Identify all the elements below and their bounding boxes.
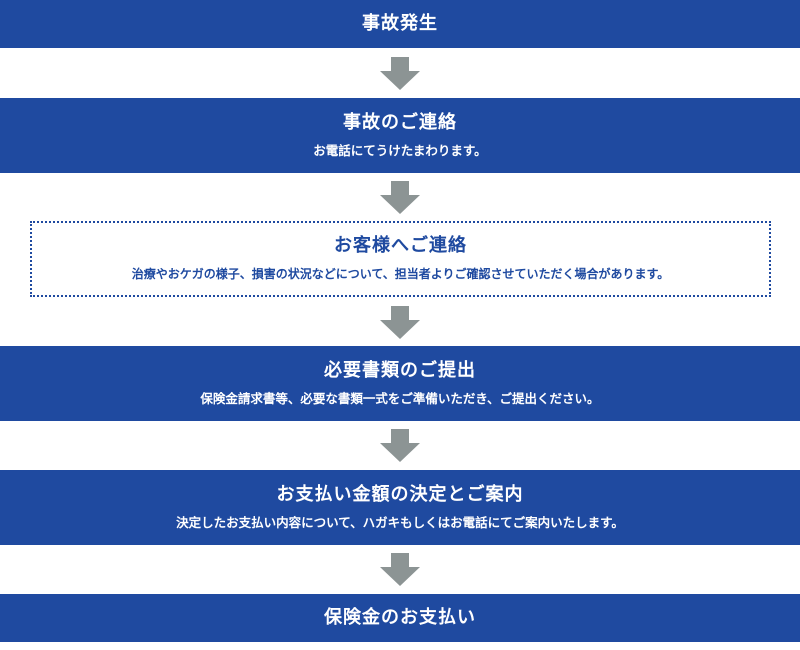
step-payment-decision: お支払い金額の決定とご案内 決定したお支払い内容について、ハガキもしくはお電話に…	[0, 470, 800, 545]
step-title: 必要書類のご提出	[324, 359, 476, 381]
step-description: 決定したお支払い内容について、ハガキもしくはお電話にてご案内いたします。	[176, 514, 624, 530]
step-accident-report: 事故のご連絡 お電話にてうけたまわります。	[0, 98, 800, 173]
step-title: 保険金のお支払い	[324, 607, 476, 628]
step-title: 事故のご連絡	[343, 111, 457, 133]
down-arrow-icon	[380, 57, 420, 90]
step-title: お支払い金額の決定とご案内	[276, 483, 524, 505]
down-arrow-icon	[380, 553, 420, 586]
step-insurance-payment: 保険金のお支払い	[0, 594, 800, 642]
step-description: お電話にてうけたまわります。	[313, 142, 487, 158]
step-description: 治療やおケガの様子、損害の状況などについて、担当者よりご確認させていただく場合が…	[131, 267, 670, 281]
step-title: お客様へご連絡	[334, 235, 467, 256]
down-arrow-icon	[380, 306, 420, 339]
step-accident-occurrence: 事故発生	[0, 0, 800, 48]
down-arrow-icon	[380, 429, 420, 462]
step-contact-customer: お客様へご連絡 治療やおケガの様子、損害の状況などについて、担当者よりご確認させ…	[30, 221, 771, 297]
down-arrow-icon	[380, 181, 420, 214]
step-submit-documents: 必要書類のご提出 保険金請求書等、必要な書類一式をご準備いただき、ご提出ください…	[0, 346, 800, 421]
step-title: 事故発生	[362, 13, 438, 34]
step-description: 保険金請求書等、必要な書類一式をご準備いただき、ご提出ください。	[200, 390, 600, 406]
